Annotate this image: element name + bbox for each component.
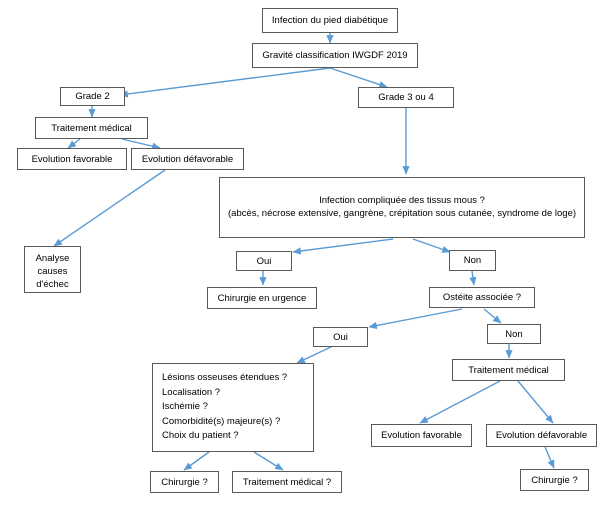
node-non-tissus-mous[interactable]: Non [449, 250, 496, 271]
node-evolution-defavorable-grade2[interactable]: Evolution défavorable [131, 148, 244, 170]
node-label: Gravité classification IWGDF 2019 [262, 50, 408, 61]
node-chirurgie-question-osteite[interactable]: Chirurgie ? [520, 469, 589, 491]
arrow-gravite-to-grade34 [329, 67, 388, 88]
arrow-defavorable-ost-to-chirurgie [544, 446, 555, 469]
node-label: Chirurgie en urgence [217, 292, 307, 304]
node-label: Non [505, 328, 523, 340]
node-traitement-medical-grade2[interactable]: Traitement médical [35, 117, 148, 139]
node-label-line-1: Lésions osseuses étendues ? [162, 372, 288, 383]
node-analyse-causes-echec[interactable]: Analyse causes d'échec [24, 246, 81, 293]
arrow-osteite-to-oui [368, 308, 463, 330]
node-label: Evolution défavorable [495, 430, 588, 441]
node-label: Oui [256, 255, 272, 267]
node-grade-3-ou-4[interactable]: Grade 3 ou 4 [358, 87, 454, 108]
node-label-line-2: (abcès, nécrose extensive, gangrène, cré… [228, 208, 577, 219]
arrow-traitement-ost-to-defavorable [517, 380, 554, 424]
node-label: Non [463, 255, 482, 266]
node-evolution-favorable-osteite[interactable]: Evolution favorable [371, 424, 472, 447]
node-label-line-3: d'échec [36, 279, 69, 290]
node-label: Chirurgie ? [161, 476, 208, 488]
arrow-non-to-osteite [469, 270, 477, 286]
arrow-infection-compliquee-to-non [412, 238, 451, 253]
node-non-osteite[interactable]: Non [487, 324, 541, 344]
arrow-criteres-to-chirurgie [183, 451, 210, 471]
node-label-line-1: Infection compliquée des tissus mous ? [319, 195, 485, 206]
node-criteres-decision[interactable]: Lésions osseuses étendues ? Localisation… [152, 363, 314, 452]
node-label: Evolution défavorable [141, 153, 234, 165]
arrow-traitement-to-favorable [67, 138, 81, 149]
arrow-gravite-to-grade2 [119, 67, 331, 98]
node-label: Evolution favorable [31, 153, 113, 165]
node-label: Traitement médical [468, 364, 549, 376]
node-chirurgie-question[interactable]: Chirurgie ? [150, 471, 219, 493]
node-oui-osteite[interactable]: Oui [313, 327, 368, 347]
arrow-traitement-ost-to-favorable [419, 380, 501, 424]
node-label: Evolution favorable [381, 430, 462, 441]
node-label-line-5: Choix du patient ? [162, 430, 239, 441]
node-label: Traitement médical [51, 122, 132, 134]
arrow-criteres-to-traitement-q [253, 451, 284, 471]
node-evolution-defavorable-osteite[interactable]: Evolution défavorable [486, 424, 597, 447]
node-label: Traitement médical ? [242, 476, 332, 488]
node-traitement-medical-osteite[interactable]: Traitement médical [452, 359, 565, 381]
arrow-defavorable-to-analyse [53, 169, 166, 247]
node-label-line-1: Analyse [35, 253, 70, 264]
node-infection-compliquee-tissus-mous[interactable]: Infection compliquée des tissus mous ? (… [219, 177, 585, 238]
arrow-oui-to-criteres [296, 345, 334, 364]
node-label: Grade 3 ou 4 [378, 92, 434, 103]
node-chirurgie-en-urgence[interactable]: Chirurgie en urgence [207, 287, 317, 309]
arrow-infection-compliquee-to-oui [292, 238, 394, 255]
node-grade-2[interactable]: Grade 2 [60, 87, 125, 106]
node-label-line-4: Comorbidité(s) majeure(s) ? [162, 415, 281, 427]
node-traitement-medical-question[interactable]: Traitement médical ? [232, 471, 342, 493]
node-label-line-3: Ischémie ? [162, 401, 208, 412]
node-label-line-2: causes [37, 266, 68, 277]
node-gravite-classification[interactable]: Gravité classification IWGDF 2019 [252, 43, 418, 68]
arrow-traitement-to-defavorable [121, 138, 161, 150]
node-oui-tissus-mous[interactable]: Oui [236, 251, 292, 271]
node-label-line-2: Localisation ? [162, 386, 221, 398]
node-label: Ostéite associée ? [442, 292, 522, 303]
arrow-osteite-to-non [483, 308, 502, 324]
node-label: Infection du pied diabétique [271, 15, 389, 26]
node-label: Chirurgie ? [531, 474, 578, 486]
node-label: Oui [333, 331, 348, 343]
node-label: Grade 2 [75, 91, 110, 102]
node-infection-pied-diabetique[interactable]: Infection du pied diabétique [262, 8, 398, 33]
node-evolution-favorable-grade2[interactable]: Evolution favorable [17, 148, 127, 170]
node-osteite-associee[interactable]: Ostéite associée ? [429, 287, 535, 308]
